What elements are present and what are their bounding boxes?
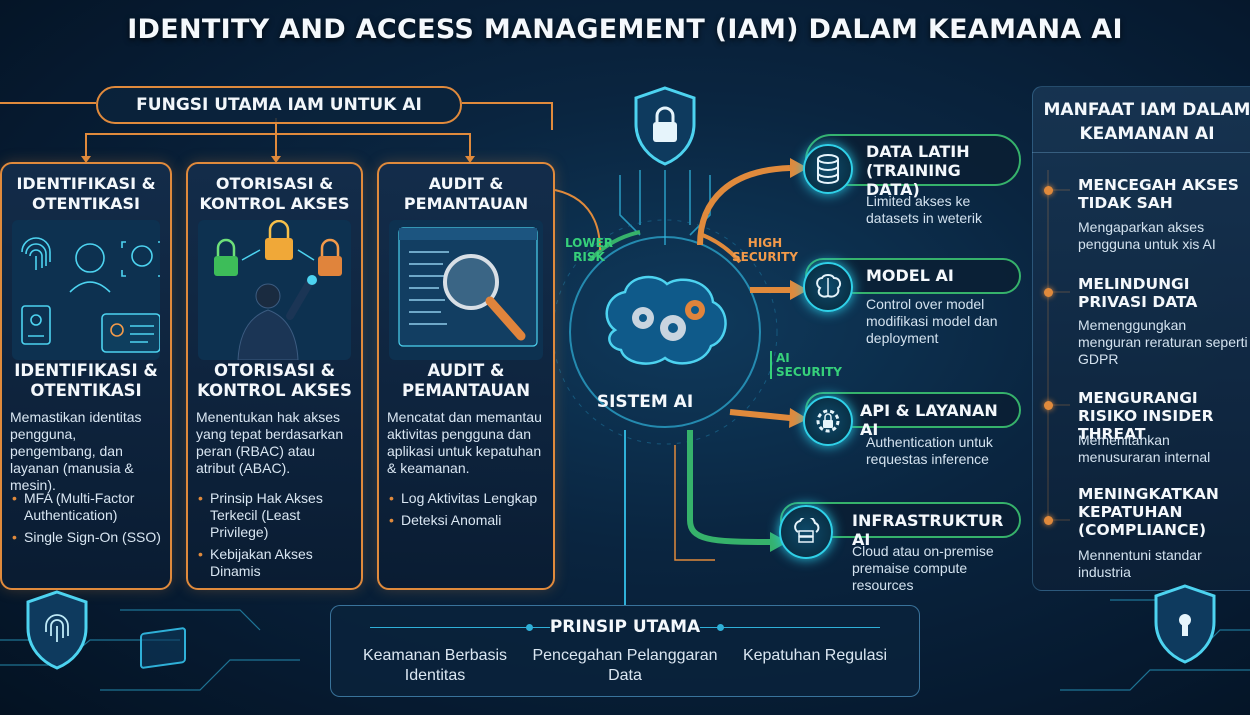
resource-text: Authentication untuk requestas inference: [866, 434, 993, 467]
bullet-dot: [1044, 516, 1053, 525]
prinsip-header: PRINSIP UTAMA: [549, 617, 701, 637]
fingerprint-shield-icon: [22, 588, 92, 672]
card-subheading: AUDIT & PEMANTAUAN: [401, 361, 531, 400]
divider: [1032, 152, 1250, 153]
manfaat-panel: [1032, 86, 1250, 591]
brain-icon: [803, 262, 853, 312]
manfaat-title: MENINGKATKAN KEPATUHAN (COMPLIANCE): [1078, 485, 1219, 539]
manfaat-text: Memenggungkan menguran reraturan seperti…: [1078, 317, 1248, 367]
prinsip-item: Keamanan Berbasis Identitas: [362, 647, 508, 684]
card-list: MFA (Multi-Factor Authentication) Single…: [12, 490, 164, 551]
resource-title: MODEL AI: [866, 266, 954, 285]
brain-gears-icon: [595, 270, 735, 380]
prinsip-item: Kepatuhan Regulasi: [742, 647, 888, 664]
resource-title: INFRASTRUKTUR AI: [852, 511, 1004, 549]
database-icon: [803, 144, 853, 194]
manfaat-text: Mengaparkan akses pengguna untuk xis AI: [1078, 219, 1216, 252]
card-heading: AUDIT & PEMANTAUAN: [403, 174, 529, 213]
ai-security-label: AI SECURITY: [770, 351, 854, 379]
manfaat-title: MELINDUNGI PRIVASI DATA: [1078, 275, 1198, 311]
card-subheading: OTORISASI & KONTROL AKSES: [197, 361, 352, 400]
resource-text: Limited akses ke datasets in weterik: [866, 193, 982, 226]
card-subheading: IDENTIFIKASI & OTENTIKASI: [14, 361, 158, 400]
fungsi-header: FUNGSI UTAMA IAM UNTUK AI: [96, 86, 462, 124]
card-description: Menentukan hak akses yang tepat berdasar…: [196, 409, 344, 476]
prinsip-header-row: [330, 618, 920, 638]
card-identifikasi: IDENTIFIKASI & OTENTIKASI: [0, 162, 172, 590]
manfaat-text: Mennentuni standar industria: [1078, 547, 1202, 580]
list-item: Single Sign-On (SSO): [12, 529, 164, 546]
bullet-dot: [1044, 288, 1053, 297]
card-audit: AUDIT & PEMANTAUAN AUDIT & PEMANTAUAN Me…: [377, 162, 555, 590]
resource-title: API & LAYANAN AI: [860, 401, 998, 439]
page-title: IDENTITY AND ACCESS MANAGEMENT (IAM) DAL…: [127, 14, 1123, 45]
lock-shield-icon: [1150, 582, 1220, 666]
sistem-ai-label: SISTEM AI: [596, 392, 694, 412]
identity-illustration: [12, 220, 160, 360]
card-list: Prinsip Hak Akses Terkecil (Least Privil…: [198, 490, 355, 585]
lower-risk-label: LOWER RISK: [564, 236, 614, 264]
high-security-label: HIGH SECURITY: [732, 236, 798, 264]
card-otorisasi: OTORISASI & KONTROL AKSES OTORISASI & KO…: [186, 162, 363, 590]
bullet-dot: [1044, 186, 1053, 195]
manfaat-header: MANFAAT IAM DALAM KEAMANAN AI: [1043, 100, 1250, 144]
list-item: Deteksi Anomali: [389, 512, 547, 529]
card-list: Log Aktivitas Lengkap Deteksi Anomali: [389, 490, 547, 534]
list-item: Log Aktivitas Lengkap: [389, 490, 547, 507]
cloud-server-icon: [779, 505, 833, 559]
card-description: Mencatat dan memantau aktivitas pengguna…: [387, 409, 542, 476]
list-item: Kebijakan Akses Dinamis: [198, 546, 355, 580]
manfaat-text: Memenitankan menusuraran internal: [1078, 432, 1211, 465]
user-screen-icon: [140, 626, 186, 670]
card-description: Memastikan identitas pengguna, pengemban…: [10, 409, 142, 493]
audit-illustration: [389, 220, 543, 360]
prinsip-panel: [330, 605, 920, 697]
bullet-dot: [1044, 401, 1053, 410]
resource-title: DATA LATIH (TRAINING DATA): [866, 142, 970, 199]
prinsip-item: Pencegahan Pelanggaran Data: [532, 647, 718, 684]
resource-text: Control over model modifikasi model dan …: [866, 296, 998, 346]
manfaat-title: MENGURANGI RISIKO INSIDER THREAT: [1078, 389, 1214, 443]
list-item: Prinsip Hak Akses Terkecil (Least Privil…: [198, 490, 355, 541]
resource-text: Cloud atau on-premise premaise compute r…: [852, 543, 994, 593]
gear-lock-icon: [803, 396, 853, 446]
shield-lock-icon: [630, 84, 700, 168]
card-heading: IDENTIFIKASI & OTENTIKASI: [16, 174, 156, 213]
card-heading: OTORISASI & KONTROL AKSES: [199, 174, 350, 213]
manfaat-title: MENCEGAH AKSES TIDAK SAH: [1078, 176, 1239, 212]
list-item: MFA (Multi-Factor Authentication): [12, 490, 164, 524]
access-control-illustration: [198, 220, 351, 360]
